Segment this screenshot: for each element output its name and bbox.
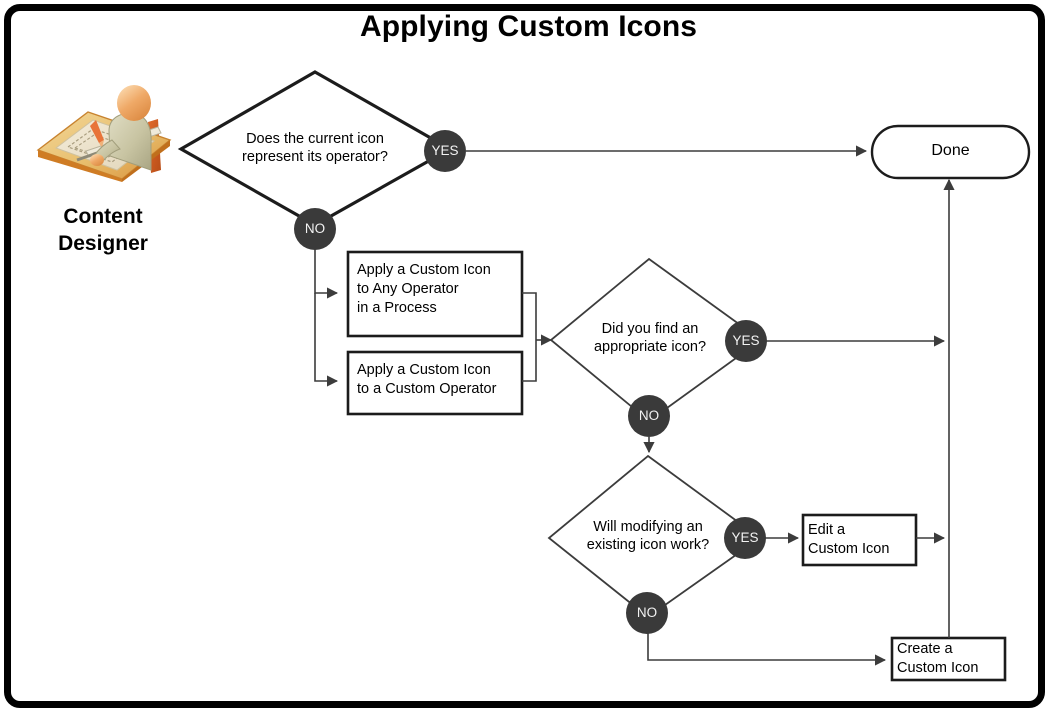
actor-caption: Content Designer bbox=[58, 205, 148, 256]
process-2-label: Apply a Custom Icon to a Custom Operator bbox=[357, 362, 497, 397]
badge-d1-no bbox=[294, 208, 336, 250]
badge-d3-yes bbox=[724, 517, 766, 559]
process-3-label: Edit a Custom Icon bbox=[808, 522, 890, 557]
page-title: Applying Custom Icons bbox=[359, 10, 698, 43]
badge-d1-yes bbox=[424, 130, 466, 172]
diagram-frame bbox=[4, 4, 1045, 708]
badge-d2-yes bbox=[725, 320, 767, 362]
badge-d3-no bbox=[626, 592, 668, 634]
terminator-done-label: Done bbox=[931, 142, 970, 159]
content-designer-drafting-icon bbox=[30, 78, 176, 182]
process-4-label: Create a Custom Icon bbox=[897, 641, 979, 676]
badge-d2-no bbox=[628, 395, 670, 437]
process-1-label: Apply a Custom Icon to Any Operator in a… bbox=[357, 262, 491, 316]
